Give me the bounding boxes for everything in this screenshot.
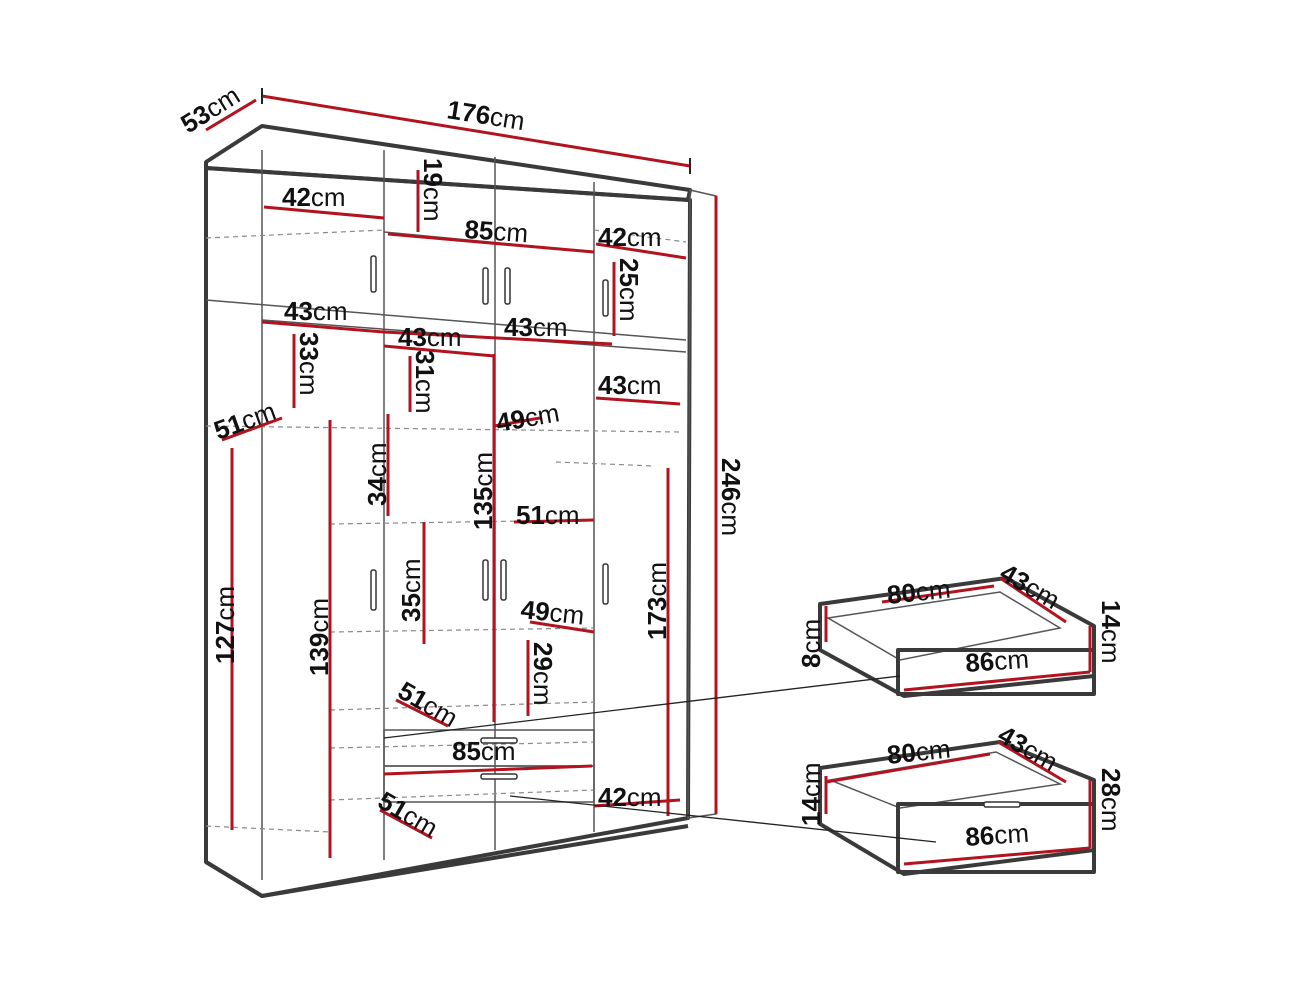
label-height: 246cm <box>716 458 746 536</box>
label-drawer-small-front-width: 86cm <box>964 644 1030 678</box>
drawer-large-illustration <box>818 740 1096 876</box>
label-hanging-139: 139cm <box>304 598 334 676</box>
label-depth: 53cm <box>175 80 245 139</box>
label-drawer-large-front-width: 86cm <box>964 818 1030 852</box>
leader-line-large <box>509 795 937 843</box>
label-drawer-space-29: 29cm <box>528 642 558 706</box>
label-right-width: 43cm <box>598 370 662 400</box>
label-top-left-height: 19cm <box>418 158 448 222</box>
label-center-top-height: 31cm <box>410 350 440 414</box>
label-width: 176cm <box>445 94 527 136</box>
label-right-hanging-173: 173cm <box>642 562 672 640</box>
label-drawer-large-front-height: 28cm <box>1096 768 1126 832</box>
label-shelf-height-34: 34cm <box>362 442 392 506</box>
label-hanging-135: 135cm <box>468 452 498 530</box>
drawer-small-illustration <box>818 576 1096 698</box>
label-bottom-right-42: 42cm <box>598 782 662 812</box>
label-drawer-small-inner-width: 80cm <box>885 573 951 609</box>
label-left-rail-127: 127cm <box>210 586 240 664</box>
label-top-left-width: 42cm <box>282 182 346 212</box>
label-drawer-small-inner-height: 8cm <box>796 619 826 668</box>
label-top-right-width: 42cm <box>598 222 662 252</box>
leader-line-small <box>383 675 901 739</box>
label-center-right-width: 43cm <box>504 312 568 342</box>
label-drawer-large-inner-height: 14cm <box>796 762 826 826</box>
label-drawer-small-front-height: 14cm <box>1096 600 1126 664</box>
label-drawer-depth-51a: 51cm <box>393 675 463 733</box>
dimension-lines <box>205 88 718 858</box>
label-left-depth: 51cm <box>210 396 280 446</box>
label-center-left-width: 43cm <box>398 322 462 352</box>
label-drawer-large-inner-width: 80cm <box>885 733 951 769</box>
label-drawer-small-depth: 43cm <box>995 557 1065 615</box>
label-shelf-depth-49: 49cm <box>519 594 585 630</box>
label-shelf-depth-51: 51cm <box>516 500 580 530</box>
label-drawer-width-85: 85cm <box>452 736 516 766</box>
label-center-shelf-depth: 49cm <box>494 397 562 438</box>
label-left-width: 43cm <box>284 296 348 326</box>
label-top-right-height: 25cm <box>614 258 644 322</box>
label-top-center-width: 85cm <box>464 214 530 248</box>
label-shelf-height-35: 35cm <box>396 558 426 622</box>
label-left-shelf-height: 33cm <box>294 332 324 396</box>
